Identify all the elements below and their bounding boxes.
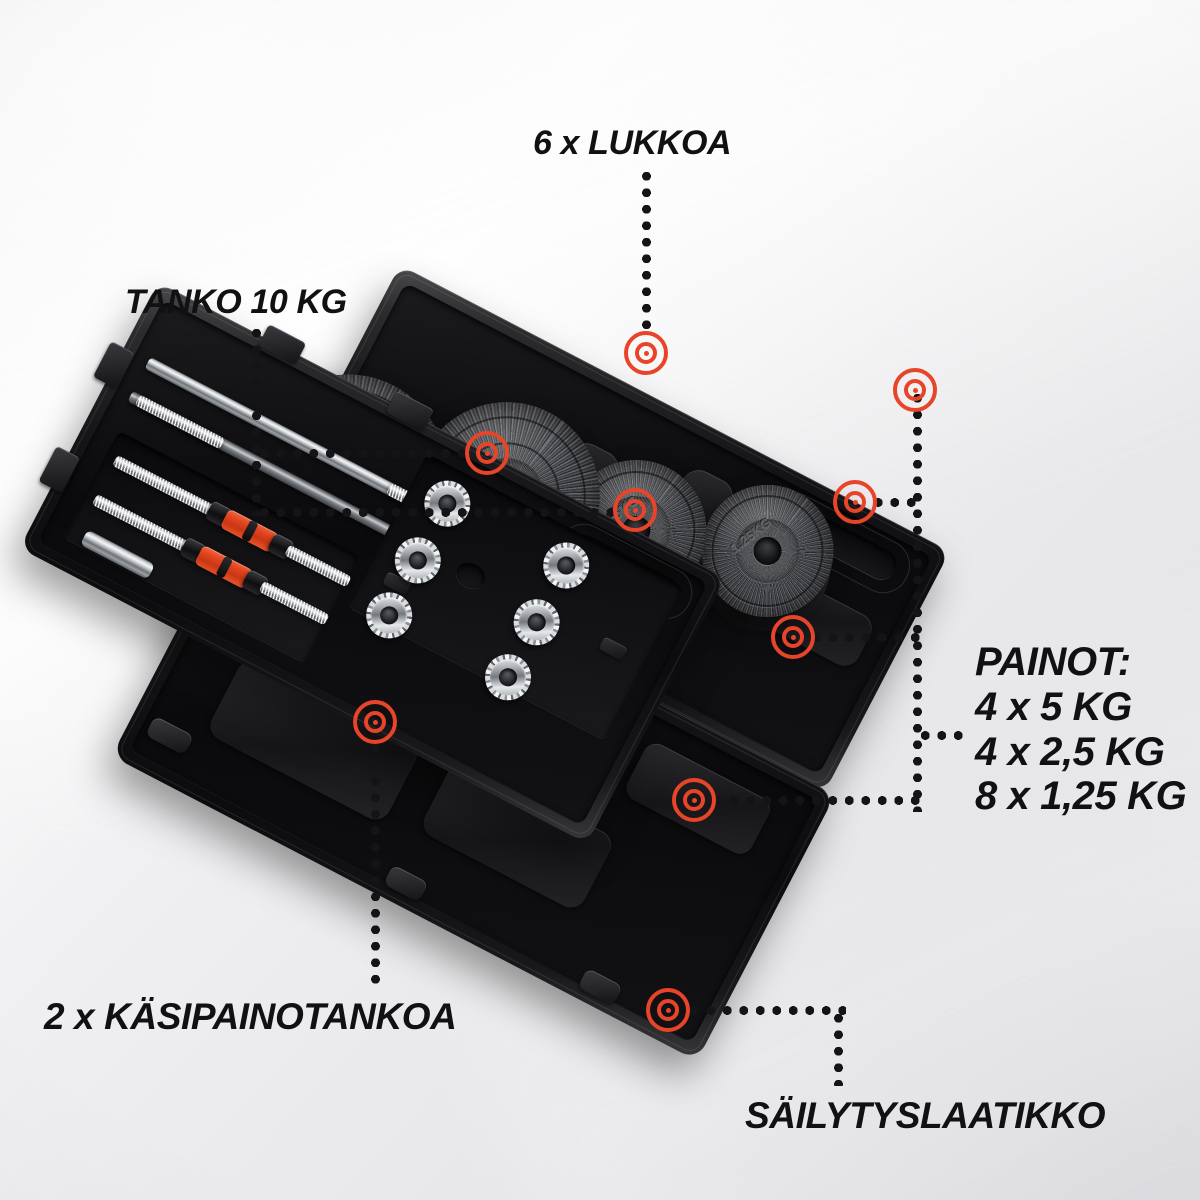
product-photo: 1.25KG 1.25KG 5KG <box>19 190 1050 1061</box>
